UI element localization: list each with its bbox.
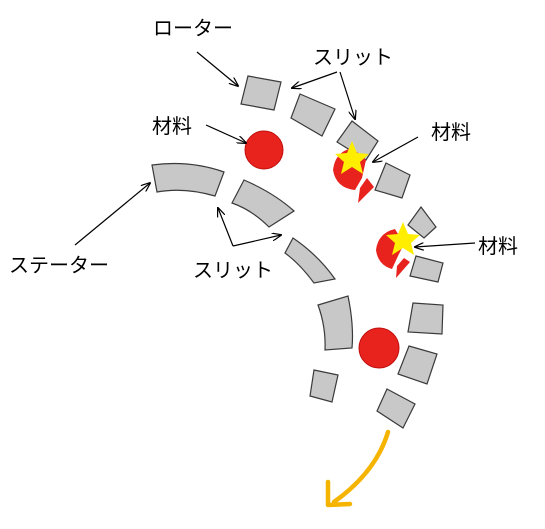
star-burst-mid [386, 222, 420, 255]
rotor-label: ローター [153, 16, 233, 40]
rotor-segment [409, 255, 444, 283]
rotor-segment [376, 388, 416, 429]
slit-bottom-pointer-left [218, 208, 234, 247]
material-left-pointer [205, 124, 246, 143]
material-fragment-mid-piece [396, 258, 410, 278]
stator-segment [151, 162, 225, 197]
slit-top-label: スリット [313, 45, 393, 69]
rotor-pointer [196, 51, 238, 86]
stator-segments [151, 162, 354, 403]
material-ball [358, 327, 400, 369]
rotor-segments [240, 75, 444, 429]
materials [244, 130, 420, 369]
stator-label: ステーター [9, 253, 109, 277]
material-right-mid-pointer [415, 242, 476, 247]
slit-top-pointer-left [292, 71, 338, 88]
exit-flow-arrow [325, 429, 391, 508]
material-fragment-top-piece [358, 178, 374, 203]
star-burst-top [335, 141, 369, 174]
rotor-segment [397, 345, 438, 385]
stator-segment [317, 295, 354, 351]
material-ball [244, 130, 284, 170]
stator-segment [284, 237, 337, 284]
material-right-mid-label: 材料 [478, 234, 518, 258]
rotor-segment [374, 162, 411, 199]
pointer-arrows [74, 51, 476, 247]
material-left-label: 材料 [152, 114, 192, 138]
slit-bottom-label: スリット [193, 258, 273, 282]
stator-segment [309, 369, 339, 403]
material-right-top-pointer [373, 136, 419, 162]
rotor-segment [240, 75, 282, 111]
material-right-top-label: 材料 [431, 120, 471, 144]
stator-pointer [74, 183, 150, 246]
rotor-segment [290, 93, 336, 137]
slit-top-pointer-right [339, 71, 355, 119]
rotor-segment [407, 302, 444, 335]
rotor-segment [407, 205, 437, 239]
stator-segment [231, 179, 295, 228]
slit-bottom-pointer-right [232, 235, 281, 247]
